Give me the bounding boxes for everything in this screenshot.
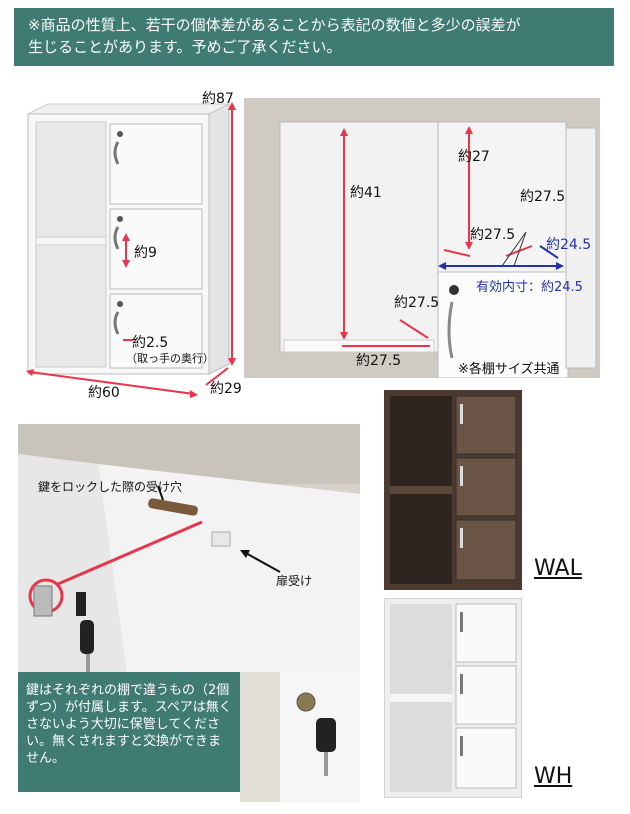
key-note: 鍵はそれぞれの棚で違うもの（2個ずつ）が付属します。スペアは無くさないよう大切に… <box>18 672 240 792</box>
wh-cabinet <box>383 597 523 799</box>
notice-line-1: ※商品の性質上、若干の個体差があることから表記の数値と多少の誤差が <box>28 16 521 34</box>
wal-cabinet <box>384 390 522 590</box>
depth-label: 約29 <box>210 381 242 397</box>
lock-hole-label: 鍵をロックした際の受け穴 <box>38 480 183 494</box>
key-drawing <box>240 672 360 802</box>
handle-depth-label: 約2.5 <box>132 335 169 351</box>
notice-banner: ※商品の性質上、若干の個体差があることから表記の数値と多少の誤差が 生じることが… <box>14 8 614 66</box>
wh-label: WH <box>534 764 573 789</box>
handle-note: （取っ手の奥行） <box>126 352 214 365</box>
door-height-label: 約9 <box>134 245 157 261</box>
wh-product-image <box>383 597 523 799</box>
bottom-diag-label: 約27.5 <box>394 295 440 311</box>
lock-drawing <box>18 424 360 682</box>
lock-detail-photo: 鍵をロックした際の受け穴 扉受け <box>18 424 360 682</box>
inner-depth-label: 約24.5 <box>546 237 592 253</box>
width-label: 約60 <box>88 385 120 401</box>
product-dimension-figure: 約87 約60 約29 約9 約2.5 （取っ手の奥行） <box>14 82 254 402</box>
right-height-label: 約27 <box>458 149 490 165</box>
effective-depth-label: 有効内寸：約24.5 <box>476 280 583 295</box>
interior-dimension-photo: 約41 約27 約27.5 約27.5 約24.5 有効内寸：約24.5 約27… <box>244 98 600 378</box>
key-photo <box>240 672 360 802</box>
wal-label: WAL <box>534 556 582 581</box>
interior-drawing <box>244 98 600 378</box>
height-label: 約87 <box>202 91 234 107</box>
door-catch-label: 扉受け <box>276 574 313 588</box>
diag-label-2: 約27.5 <box>470 227 516 243</box>
left-height-label: 約41 <box>350 185 382 201</box>
shelf-note: ※各棚サイズ共通 <box>458 362 560 377</box>
wal-product-image <box>384 390 522 590</box>
bottom-width-label: 約27.5 <box>356 353 402 369</box>
notice-line-2: 生じることがあります。予めご了承ください。 <box>28 38 342 56</box>
cabinet-drawing <box>26 102 236 398</box>
diag-label-1: 約27.5 <box>520 189 566 205</box>
